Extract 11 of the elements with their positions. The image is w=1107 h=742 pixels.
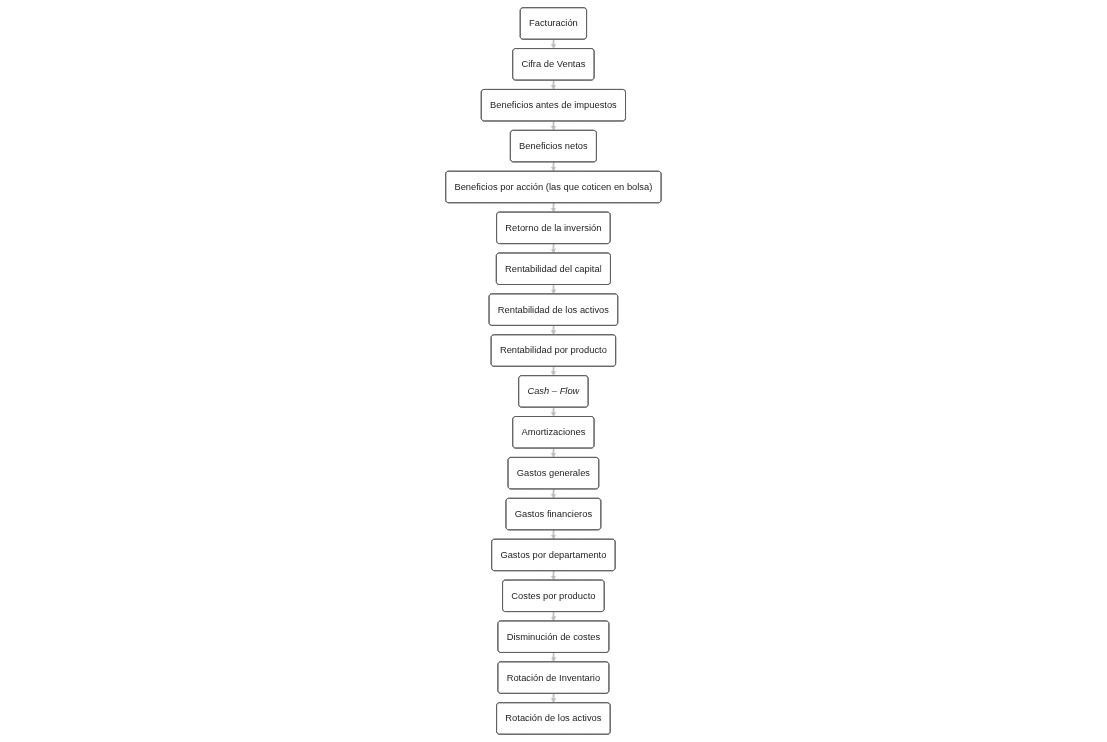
arrow [550, 611, 557, 622]
arrow [550, 243, 557, 254]
arrow [550, 529, 557, 540]
arrow [550, 283, 557, 295]
arrow [550, 488, 557, 499]
arrow [550, 202, 557, 213]
arrow [550, 447, 557, 458]
arrow [550, 120, 557, 131]
arrow [550, 570, 557, 581]
arrow [550, 161, 557, 172]
arrow [550, 651, 557, 663]
